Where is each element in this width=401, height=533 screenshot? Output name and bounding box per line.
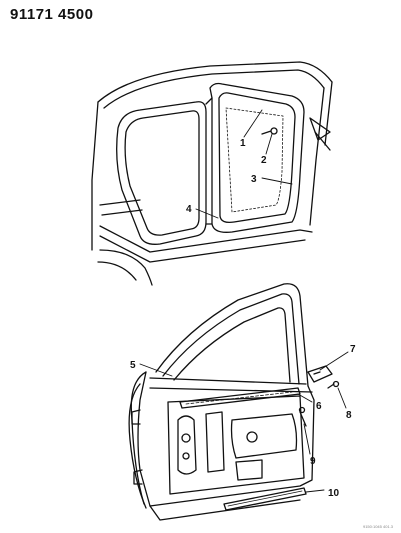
- screw-part-9: [298, 406, 307, 427]
- diagram-code: 91171 4500: [10, 6, 94, 23]
- callout-3: 3: [251, 174, 257, 185]
- callout-5: 5: [130, 360, 136, 371]
- callout-9: 9: [310, 456, 316, 467]
- molding-part-10: [223, 487, 307, 511]
- bracket-part-7: [307, 365, 333, 383]
- callout-6: 6: [316, 401, 322, 412]
- callout-10: 10: [328, 488, 340, 499]
- screw-part-8: [327, 380, 340, 389]
- footer-code: 9150:1045 401.3: [362, 524, 393, 529]
- callout-7: 7: [350, 344, 356, 355]
- front-door-view: [128, 283, 315, 521]
- callout-2: 2: [261, 155, 267, 166]
- callout-1: 1: [240, 138, 246, 149]
- callout-4: 4: [186, 204, 192, 215]
- body-side-view: [91, 61, 333, 286]
- callout-8: 8: [346, 410, 352, 421]
